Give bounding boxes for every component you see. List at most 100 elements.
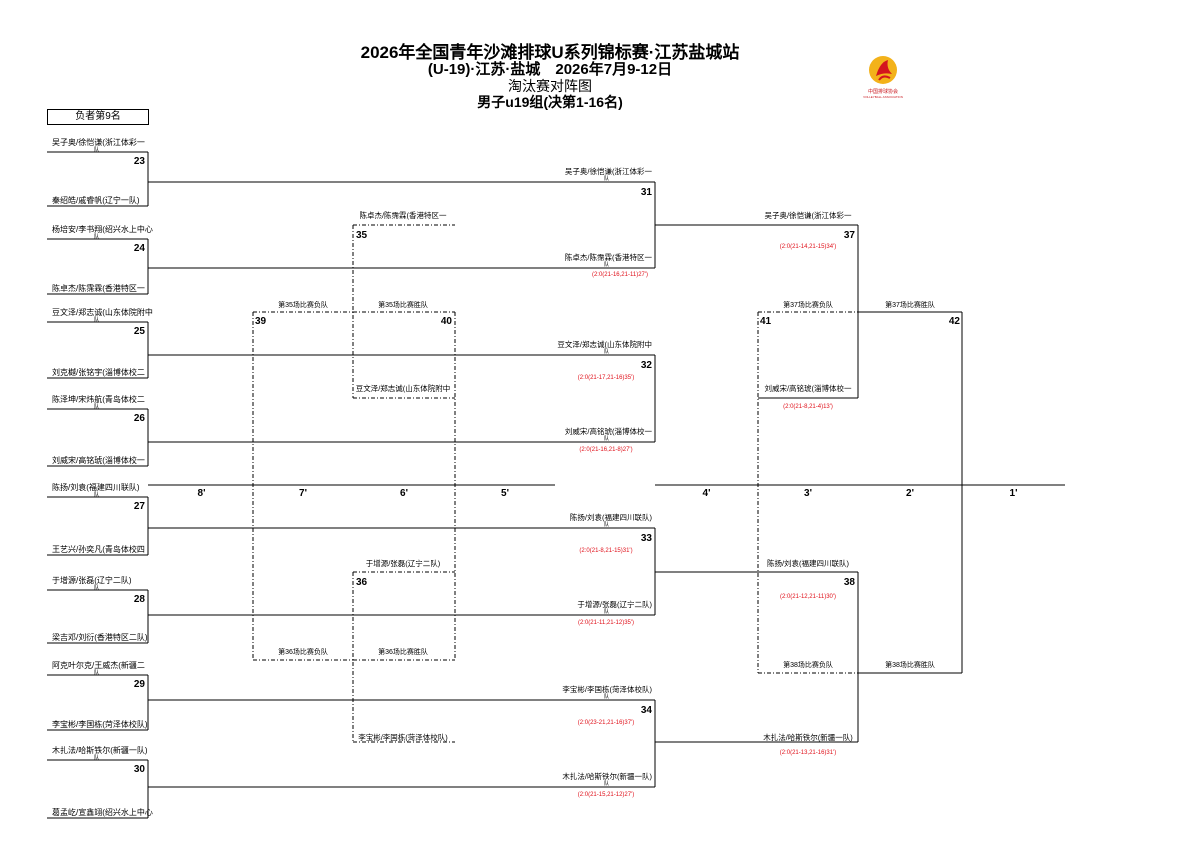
match-number: 29: [134, 679, 146, 690]
rank-label: 7': [299, 488, 307, 499]
match-number: 39: [255, 316, 267, 327]
page-subtitle: (U-19)·江苏·盐城 2026年7月9-12日: [427, 61, 673, 78]
rank-label: 5': [501, 488, 509, 499]
team-suffix: 队: [604, 261, 609, 268]
match-score: (2:0(23-21,21-16)37'): [578, 720, 635, 726]
match-number: 40: [441, 316, 453, 327]
match-number: 36: [356, 577, 368, 588]
team-name: 陈扬/刘袁(福建四川联队): [767, 558, 850, 568]
match-number: 33: [641, 533, 653, 544]
team-name: 木扎法/哈斯铁尔(新疆一队): [763, 732, 853, 742]
match-number: 41: [760, 316, 772, 327]
placement-label: 第35场比赛胜队: [378, 300, 428, 309]
placement-label: 第38场比赛负队: [783, 660, 833, 669]
team-name: 陈扬/刘袁(福建四川联队): [52, 482, 140, 492]
team-name: 陈泽坤/宋炜航(青岛体校二: [52, 394, 145, 404]
match-score: (2:0(21-16,21-8)27'): [579, 447, 632, 453]
team-name: 杨培安/李书翔(绍兴水上中心: [52, 224, 153, 234]
placement-label: 第36场比赛胜队: [378, 647, 428, 656]
team-name: 陈卓杰/陈霈霖(香港特区一: [359, 210, 447, 220]
rank-label: 6': [400, 488, 408, 499]
logo-text: 中国排球协会: [867, 89, 898, 95]
rank-label: 1': [1010, 488, 1018, 499]
team-name: 于增源/张磊(辽宁二队): [52, 575, 132, 585]
team-name: 陈扬/刘袁(福建四川联队): [570, 512, 653, 522]
team-name: 葛孟屹/宣鑫翊(绍兴水上中心: [52, 807, 153, 817]
match-score: (2:0(21-8,21-4)13'): [783, 404, 833, 410]
team-suffix: 队: [94, 316, 99, 323]
match-score: (2:0(21-8,21-15)31'): [579, 548, 632, 554]
rank-label: 3': [804, 488, 812, 499]
team-name: 阿克叶尔克/王威杰(新疆二: [52, 660, 145, 670]
team-name: 吴子奥/徐恺谦(浙江体彩一: [764, 210, 852, 220]
match-number: 26: [134, 413, 146, 424]
team-name: 豆文泽/郑志诚(山东体院附中: [356, 383, 451, 393]
team-name: 陈卓杰/陈霈霖(香港特区一: [565, 252, 653, 262]
placement-label: 第37场比赛胜队: [885, 300, 935, 309]
team-suffix: 队: [604, 608, 609, 615]
placement-label: 第38场比赛胜队: [885, 660, 935, 669]
team-suffix: 队: [94, 669, 99, 676]
team-name: 于增源/张磊(辽宁二队): [577, 599, 652, 609]
match-number: 42: [949, 316, 961, 327]
page-title: 2026年全国青年沙滩排球U系列锦标赛·江苏盐城站: [360, 43, 740, 62]
team-suffix: 队: [94, 403, 99, 410]
match-number: 35: [356, 230, 368, 241]
rank-label: 4': [703, 488, 711, 499]
team-name: 秦绍皓/戚睿帆(辽宁一队): [52, 195, 140, 205]
match-score: (2:0(21-13,21-16)31'): [780, 750, 837, 756]
team-name: 豆文泽/郑志诚(山东体院附中: [52, 307, 153, 317]
placement-label: 第37场比赛负队: [783, 300, 833, 309]
team-name: 李宝彬/李国栋(菏泽体校队): [52, 719, 148, 729]
match-number: 23: [134, 156, 146, 167]
match-number: 31: [641, 187, 653, 198]
loser-ninth-label: 负者第9名: [47, 109, 149, 125]
match-number: 30: [134, 764, 146, 775]
team-name: 吴子奥/徐恺谦(浙江体彩一: [565, 166, 653, 176]
team-name: 木扎法/哈斯铁尔(新疆一队): [562, 771, 652, 781]
team-name: 李宝彬/李国栋(菏泽体校队): [562, 684, 652, 694]
team-name: 王艺兴/孙奕凡(青岛体校四: [52, 544, 145, 554]
bracket-title: 淘汰赛对阵图: [508, 78, 592, 94]
volleyball-logo-icon: [869, 56, 897, 84]
team-suffix: 队: [94, 754, 99, 761]
team-suffix: 队: [604, 521, 609, 528]
team-suffix: 队: [604, 435, 609, 442]
team-suffix: 队: [94, 584, 99, 591]
rank-label: 8': [198, 488, 206, 499]
match-number: 27: [134, 501, 146, 512]
match-number: 38: [844, 577, 856, 588]
team-name: 吴子奥/徐恺谦(浙江体彩一: [52, 137, 145, 147]
team-name: 梁吉邓/刘衍(香港特区二队): [52, 632, 148, 642]
placement-label: 第35场比赛负队: [278, 300, 328, 309]
match-number: 24: [134, 243, 146, 254]
match-score: (2:0(21-17,21-16)35'): [578, 375, 635, 381]
team-name: 刘克樾/张铭宇(淄博体校二: [52, 367, 145, 377]
logo-subtext: VOLLEYBALL ASSOCIATION: [863, 95, 903, 99]
team-suffix: 队: [94, 146, 99, 153]
team-suffix: 队: [94, 233, 99, 240]
volleyball-association-logo: 中国排球协会 VOLLEYBALL ASSOCIATION: [858, 54, 908, 104]
team-suffix: 队: [604, 348, 609, 355]
group-title: 男子u19组(决第1-16名): [477, 94, 623, 110]
match-number: 32: [641, 360, 653, 371]
match-score: (2:0(21-11,21-12)35'): [578, 620, 634, 626]
match-score: (2:0(21-12,21-11)30'): [780, 594, 836, 600]
team-suffix: 队: [94, 491, 99, 498]
team-name: 刘威宋/高铭琥(淄博体校一: [764, 383, 852, 393]
team-suffix: 队: [604, 693, 609, 700]
team-name: 刘威宋/高铭琥(淄博体校一: [52, 455, 145, 465]
team-suffix: 队: [604, 780, 609, 787]
placement-label: 第36场比赛负队: [278, 647, 328, 656]
match-number: 28: [134, 594, 146, 605]
team-name: 木扎法/哈斯铁尔(新疆一队): [52, 745, 148, 755]
team-name: 李宝彬/李国栋(菏泽体校队): [358, 732, 448, 742]
match-number: 37: [844, 230, 856, 241]
team-name: 刘威宋/高铭琥(淄博体校一: [565, 426, 653, 436]
team-name: 陈卓杰/陈霈霖(香港特区一: [52, 283, 145, 293]
match-number: 34: [641, 705, 653, 716]
team-name: 于增源/张磊(辽宁二队): [366, 558, 441, 568]
rank-label: 2': [906, 488, 914, 499]
match-score: (2:0(21-16,21-11)27'): [592, 272, 648, 278]
